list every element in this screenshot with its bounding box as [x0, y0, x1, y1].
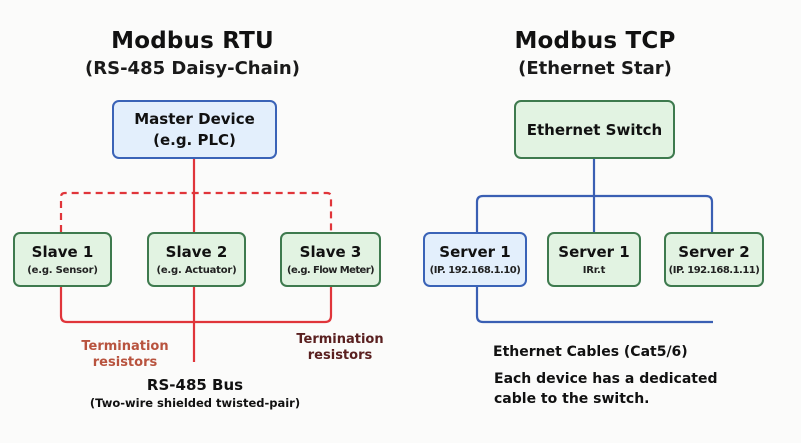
- slave-detail: (e.g. Sensor): [27, 265, 98, 276]
- rtu-title: Modbus RTU: [111, 28, 274, 54]
- termination-resistors-right: Termination resistors: [285, 332, 395, 364]
- termination-label-line: resistors: [307, 348, 373, 363]
- server-name: Server 1: [439, 243, 511, 261]
- termination-label-line: Termination: [296, 332, 384, 347]
- ethernet-cables-note: Each device has a dedicated cable to the…: [494, 369, 718, 409]
- slave-node-3: Slave 3 (e.g. Flow Meter): [280, 232, 381, 287]
- server-detail: (IP. 192.168.1.10): [429, 265, 521, 276]
- tcp-subtitle: (Ethernet Star): [518, 58, 672, 79]
- server-node-2: Server 1 IRr.t: [547, 232, 641, 287]
- slave-name: Slave 1: [31, 243, 94, 261]
- switch-name: Ethernet Switch: [526, 120, 663, 139]
- tcp-top-cable: [475, 194, 714, 232]
- ethernet-switch-node: Ethernet Switch: [514, 100, 675, 159]
- termination-label-line: resistors: [92, 355, 158, 370]
- server-name: Server 2: [678, 243, 750, 261]
- slave-name: Slave 3: [299, 243, 362, 261]
- slave-node-2: Slave 2 (e.g. Actuator): [147, 232, 246, 287]
- termination-label-line: Termination: [81, 339, 169, 354]
- server-node-3: Server 2 (IP. 192.168.1.11): [664, 232, 764, 287]
- rs485-bus-detail: (Two-wire shielded twisted-pair): [89, 396, 301, 410]
- server-detail: (IP. 192.168.1.11): [668, 265, 760, 276]
- cables-note-line: Each device has a dedicated: [494, 371, 718, 387]
- termination-resistors-left: Termination resistors: [70, 339, 180, 371]
- server-name: Server 1: [558, 243, 630, 261]
- slave-node-1: Slave 1 (e.g. Sensor): [13, 232, 112, 287]
- slave-detail: (e.g. Actuator): [156, 265, 237, 276]
- master-device-node: Master Device (e.g. PLC): [112, 100, 277, 159]
- slave-name: Slave 2: [165, 243, 228, 261]
- tcp-bottom-cable: [475, 287, 713, 324]
- server-node-1: Server 1 (IP. 192.168.1.10): [423, 232, 527, 287]
- ethernet-cables-label: Ethernet Cables (Cat5/6): [493, 344, 688, 360]
- tcp-title: Modbus TCP: [514, 28, 676, 54]
- slave-detail: (e.g. Flow Meter): [286, 265, 375, 276]
- cables-note-line: cable to the switch.: [494, 391, 650, 407]
- rtu-bus-wire: [59, 287, 333, 324]
- master-device-detail: (e.g. PLC): [153, 130, 236, 149]
- rtu-dashed-link: [59, 191, 333, 232]
- server-detail: IRr.t: [582, 265, 606, 276]
- rtu-subtitle: (RS-485 Daisy-Chain): [85, 58, 300, 79]
- master-device-name: Master Device: [134, 109, 255, 128]
- rs485-bus-label: RS-485 Bus: [146, 376, 244, 394]
